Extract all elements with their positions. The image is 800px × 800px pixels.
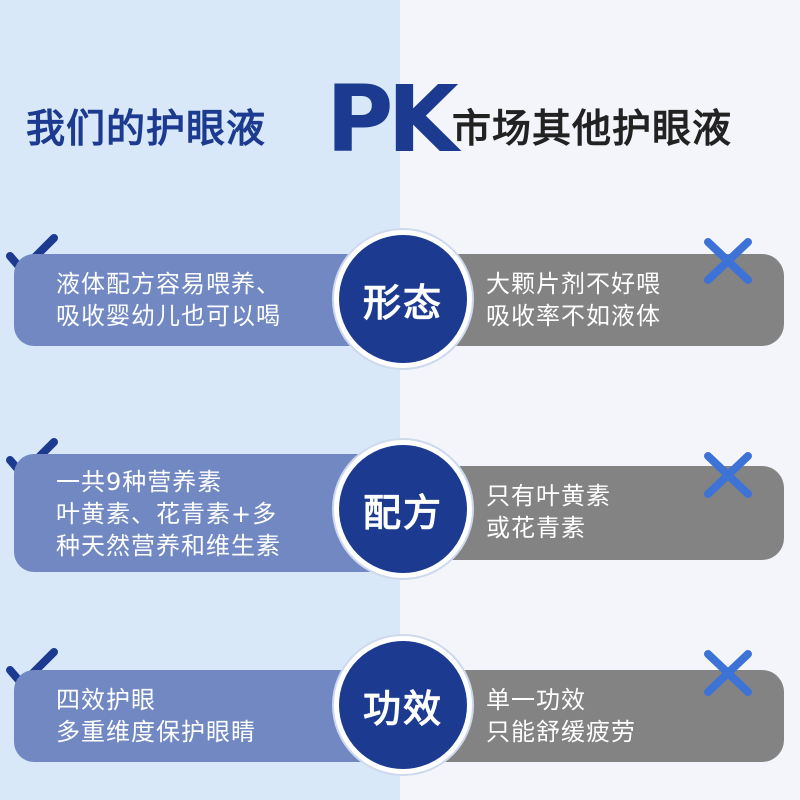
others-text-line: 只有叶黄素 xyxy=(486,482,611,510)
comparison-row-formula: 一共9种营养素 叶黄素、花青素+多 种天然营养和维生素 只有叶黄素 或花青素 配… xyxy=(0,436,800,586)
ours-box: 液体配方容易喂养、 吸收婴幼儿也可以喝 xyxy=(14,254,394,346)
cross-icon xyxy=(704,238,752,284)
comparison-row-form: 液体配方容易喂养、 吸收婴幼儿也可以喝 大颗片剂不好喂 吸收率不如液体 形态 xyxy=(0,230,800,372)
ours-text-line: 吸收婴幼儿也可以喝 xyxy=(56,302,281,330)
comparison-header: 我们的护眼液 PK 市场其他护眼液 xyxy=(0,74,800,168)
ours-text-line: 种天然营养和维生素 xyxy=(56,532,281,560)
category-badge: 形态 xyxy=(334,230,472,368)
cross-icon xyxy=(704,650,752,696)
category-label: 功效 xyxy=(362,686,443,731)
our-product-title: 我们的护眼液 xyxy=(26,107,267,152)
other-product-title: 市场其他护眼液 xyxy=(452,107,733,152)
ours-text-line: 液体配方容易喂养、 xyxy=(56,270,281,298)
others-text-line: 或花青素 xyxy=(486,514,586,542)
ours-text-line: 叶黄素、花青素+多 xyxy=(56,500,278,528)
others-text-line: 吸收率不如液体 xyxy=(486,302,661,330)
pk-label: PK xyxy=(326,66,459,173)
ours-text-line: 一共9种营养素 xyxy=(56,468,223,496)
category-badge: 配方 xyxy=(334,440,472,578)
ours-text-line: 四效护眼 xyxy=(56,686,156,714)
left-background xyxy=(0,0,400,800)
others-text-line: 单一功效 xyxy=(486,686,586,714)
others-text-line: 只能舒缓疲劳 xyxy=(486,718,636,746)
category-label: 形态 xyxy=(362,280,443,325)
ours-box: 四效护眼 多重维度保护眼睛 xyxy=(14,670,394,762)
category-label: 配方 xyxy=(362,490,443,535)
comparison-row-effect: 四效护眼 多重维度保护眼睛 单一功效 只能舒缓疲劳 功效 xyxy=(0,636,800,784)
category-badge: 功效 xyxy=(334,636,472,774)
cross-icon xyxy=(704,452,752,498)
ours-box: 一共9种营养素 叶黄素、花青素+多 种天然营养和维生素 xyxy=(14,454,394,572)
others-text-line: 大颗片剂不好喂 xyxy=(486,270,661,298)
ours-text-line: 多重维度保护眼睛 xyxy=(56,718,256,746)
